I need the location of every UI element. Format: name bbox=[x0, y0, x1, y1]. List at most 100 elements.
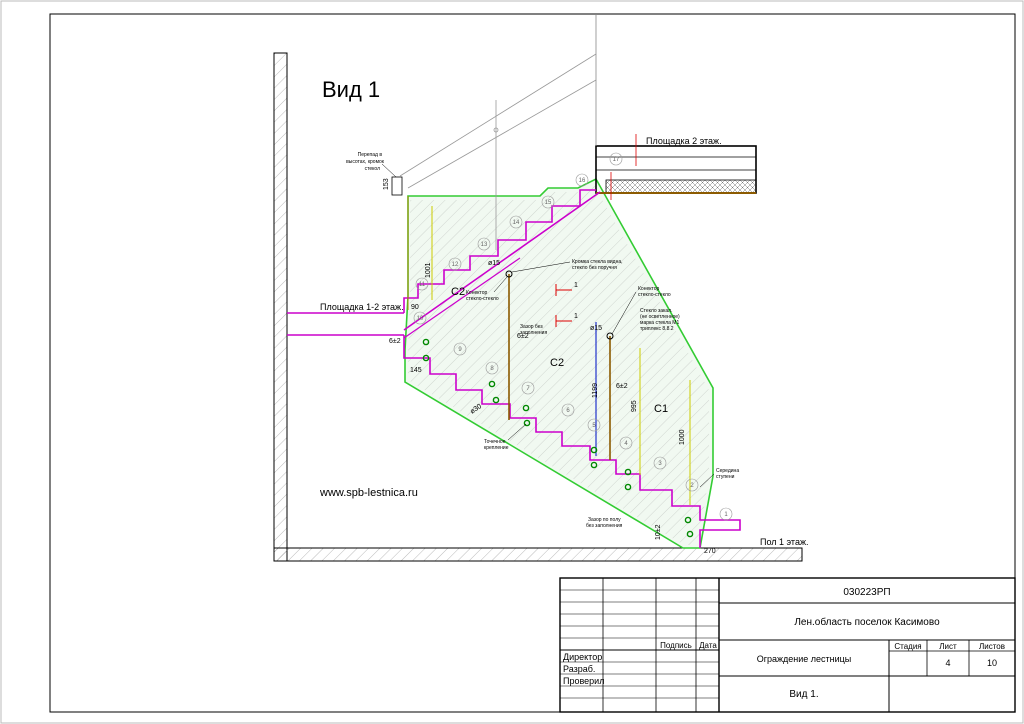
tb-col-stage: Стадия bbox=[894, 642, 921, 651]
tb-col-sign: Подпись bbox=[660, 641, 692, 650]
rail-guide-1 bbox=[399, 53, 597, 177]
step-number: 9 bbox=[458, 347, 462, 353]
svg-text:ступени: ступени bbox=[716, 474, 735, 480]
svg-text:стекло без поручня: стекло без поручня bbox=[572, 265, 617, 271]
mount-point bbox=[624, 468, 632, 476]
dim-6pm2-right: 6±2 bbox=[616, 383, 628, 390]
mount-point bbox=[590, 446, 598, 454]
tb-sheets-total: 10 bbox=[987, 658, 997, 668]
mount-point bbox=[422, 338, 430, 346]
stair-stringer-upper bbox=[403, 191, 601, 331]
svg-text:(не осветленное): (не осветленное) bbox=[640, 314, 680, 320]
stair-stringer-mid bbox=[403, 257, 521, 339]
svg-text:Зазор по полу: Зазор по полу bbox=[588, 517, 621, 523]
svg-text:Стекло закал.: Стекло закал. bbox=[640, 308, 672, 314]
height-drop-block bbox=[391, 176, 403, 196]
step-number: 3 bbox=[658, 461, 662, 467]
svg-text:Конектор: Конектор bbox=[638, 286, 659, 292]
callout-height-drop: Перепад в высотах, кромок стекол bbox=[346, 152, 397, 178]
step-number: 17 bbox=[613, 157, 620, 163]
dim-dia15-upper: ø15 bbox=[488, 260, 500, 267]
section-marker-1 bbox=[555, 284, 572, 327]
callout-floor-gap: Зазор по полу без заполнения bbox=[586, 517, 623, 529]
tb-sheet-name: Вид 1. bbox=[789, 689, 818, 700]
mount-point bbox=[684, 516, 692, 524]
tb-row-director: Директор bbox=[563, 652, 602, 662]
mount-points bbox=[422, 338, 694, 538]
step-numbers: 1 2 3 4 5 6 7 8 9 10 11 12 13 14 15 16 1… bbox=[413, 152, 733, 521]
view-title: Вид 1 bbox=[322, 77, 380, 102]
svg-text:стекол: стекол bbox=[365, 166, 380, 172]
step-number: 12 bbox=[452, 262, 459, 268]
tb-sheet-no: 4 bbox=[945, 658, 950, 668]
left-wall bbox=[273, 52, 288, 562]
callout-connector-upper: Конектор стекло-стекло bbox=[466, 276, 508, 302]
mount-point bbox=[624, 483, 632, 491]
rail-guide-2 bbox=[407, 79, 597, 189]
svg-text:триплекс 8.8.2: триплекс 8.8.2 bbox=[640, 326, 674, 332]
section-label-top: 1 bbox=[574, 282, 578, 289]
mount-point bbox=[522, 404, 530, 412]
landing-2-hatch bbox=[605, 179, 757, 194]
tb-subject: Ограждение лестницы bbox=[757, 654, 852, 664]
svg-text:заполнения: заполнения bbox=[520, 330, 547, 336]
mount-point bbox=[523, 419, 531, 427]
tb-col-sheet: Лист bbox=[939, 642, 957, 651]
step-number: 11 bbox=[419, 282, 426, 288]
step-number: 5 bbox=[592, 423, 596, 429]
dim-995: 995 bbox=[631, 400, 638, 412]
svg-text:Перепад в: Перепад в bbox=[358, 152, 383, 158]
mount-point bbox=[488, 380, 496, 388]
post-guide-dot bbox=[493, 127, 499, 133]
callout-step-middle: Середина ступени bbox=[699, 468, 739, 488]
step-number: 7 bbox=[526, 386, 530, 392]
callout-glass-spec: Стекло закал. (не осветленное) марка сте… bbox=[640, 308, 680, 332]
mount-point bbox=[686, 530, 694, 538]
stair-profile bbox=[403, 335, 741, 548]
callout-connector-right: Конектор стекло-стекло bbox=[611, 286, 671, 335]
mount-point bbox=[492, 396, 500, 404]
site-url: www.spb-lestnica.ru bbox=[319, 487, 418, 499]
svg-text:крепление: крепление bbox=[484, 445, 509, 451]
section-label-bottom: 1 bbox=[574, 313, 578, 320]
tb-code: 030223РП bbox=[843, 587, 890, 598]
glass-c1-label: С1 bbox=[654, 403, 668, 415]
svg-text:стекло-стекло: стекло-стекло bbox=[466, 296, 499, 302]
step-number: 8 bbox=[490, 366, 494, 372]
svg-text:Конектор: Конектор bbox=[466, 290, 487, 296]
svg-text:Середина: Середина bbox=[716, 468, 739, 474]
step-number: 13 bbox=[481, 242, 488, 248]
svg-text:стекло-стекло: стекло-стекло bbox=[638, 292, 671, 298]
svg-text:без заполнения: без заполнения bbox=[586, 523, 623, 529]
svg-text:высотах, кромок: высотах, кромок bbox=[346, 159, 385, 165]
callout-gap-unfilled: Зазор без заполнения bbox=[520, 324, 547, 336]
dim-1001: 1001 bbox=[425, 262, 432, 278]
floor-slab bbox=[273, 547, 803, 562]
step-number: 14 bbox=[513, 220, 520, 226]
svg-text:Зазор без: Зазор без bbox=[520, 324, 543, 330]
dim-10pm2: 10±2 bbox=[655, 524, 662, 540]
step-number: 4 bbox=[624, 441, 628, 447]
connector-marker-upper bbox=[505, 270, 513, 278]
svg-text:марка стекла М1: марка стекла М1 bbox=[640, 320, 679, 326]
dim-6pm2-mid: 6±2 bbox=[517, 333, 529, 340]
step-number: 1 bbox=[724, 512, 728, 518]
dim-153: 153 bbox=[383, 178, 390, 190]
dim-1199: 1199 bbox=[592, 383, 599, 398]
dim-6pm2-left: 6±2 bbox=[389, 338, 401, 345]
dim-145: 145 bbox=[410, 367, 422, 374]
landing-12-label: Площадка 1-2 этаж. bbox=[320, 302, 404, 312]
step-number: 15 bbox=[545, 200, 552, 206]
callout-point-mount: Точечное крепление bbox=[484, 423, 527, 451]
mount-point bbox=[590, 461, 598, 469]
connector-marker-right bbox=[606, 332, 614, 340]
glass-c2-upper-label: С2 bbox=[451, 286, 465, 298]
step-number: 6 bbox=[566, 408, 570, 414]
tb-col-date: Дата bbox=[699, 641, 717, 650]
tb-col-sheets: Листов bbox=[979, 642, 1005, 651]
mount-point bbox=[422, 354, 430, 362]
callout-glass-edge: Кромка стекла видна, стекло без поручня bbox=[511, 259, 623, 273]
dim-270: 270 bbox=[704, 548, 716, 555]
